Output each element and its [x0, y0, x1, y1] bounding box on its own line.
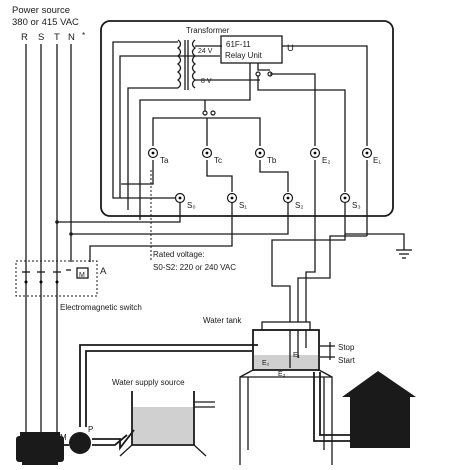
water-supply-tank: [119, 391, 215, 457]
terminal-ta-label: Ta: [160, 156, 169, 165]
terminal-tb: [254, 147, 266, 159]
switch-contacts: [22, 269, 71, 284]
terminal-tc-label: Tc: [214, 156, 222, 165]
tank-e1-label: E₁: [293, 352, 301, 359]
power-lines: [25, 44, 72, 438]
motor-icon: [16, 432, 64, 465]
electromagnetic-switch-box: [15, 260, 98, 297]
internal-wiring: [112, 41, 368, 240]
external-wiring: [55, 170, 412, 322]
relay-unit-box: [220, 35, 283, 64]
switch-coil-letter: M: [79, 272, 85, 279]
phase-star: *: [82, 31, 85, 40]
suction-pipe: [92, 429, 135, 451]
relay-letter: U: [287, 43, 294, 54]
pump-letter: P: [88, 425, 93, 434]
terminal-tb-label: Tb: [267, 156, 277, 165]
terminal-s2-label: S₂: [295, 201, 303, 210]
terminal-e1: [361, 147, 373, 159]
control-box: [100, 20, 394, 217]
phase-r: R: [21, 32, 28, 43]
terminal-tc: [201, 147, 213, 159]
faucet-icon: [362, 426, 386, 445]
terminal-s2: [282, 192, 294, 204]
rated-voltage-line1: Rated voltage:: [153, 250, 205, 259]
power-source-title: Power source: [12, 5, 70, 16]
terminal-s1-label: S₁: [239, 201, 247, 210]
pump-icon: [64, 432, 91, 454]
phase-s: S: [38, 32, 44, 43]
start-label: Start: [338, 356, 356, 365]
terminal-s3-label: S₃: [352, 201, 361, 210]
power-source-voltage: 380 or 415 VAC: [12, 17, 79, 28]
terminal-s3: [339, 192, 351, 204]
water-supply-label: Water supply source: [112, 378, 185, 387]
switch-coil: [76, 267, 89, 279]
transformer-symbol: [176, 39, 197, 90]
tank-e3-label: E₃: [278, 371, 286, 378]
terminal-e2: [309, 147, 321, 159]
terminal-s0: [174, 192, 186, 204]
transformer-label: Transformer: [186, 26, 230, 35]
delivery-pipe: [79, 344, 360, 442]
stop-label: Stop: [338, 343, 355, 352]
water-tank: [239, 321, 333, 465]
terminal-ta: [147, 147, 159, 159]
terminal-e1-label: E₁: [373, 156, 381, 165]
relay-name: Relay Unit: [225, 51, 263, 60]
switch-letter: A: [100, 266, 107, 277]
relay-model: 61F-11: [226, 40, 251, 49]
tap-8v: 8 V: [201, 78, 212, 85]
tank-e2-label: E₂: [262, 360, 270, 367]
phase-n: N: [68, 32, 75, 43]
house-icon: [342, 371, 416, 448]
water-tank-label: Water tank: [203, 316, 242, 325]
phase-t: T: [54, 32, 60, 43]
motor-letter: M: [60, 433, 67, 442]
rated-voltage-line2: S0-S2: 220 or 240 VAC: [153, 263, 236, 272]
tap-24v: 24 V: [198, 48, 213, 55]
electromagnetic-switch-label: Electromagnetic switch: [60, 303, 142, 312]
terminal-e2-label: E₂: [322, 156, 330, 165]
terminal-s1: [226, 192, 238, 204]
terminal-s0-label: S₀: [187, 201, 196, 210]
